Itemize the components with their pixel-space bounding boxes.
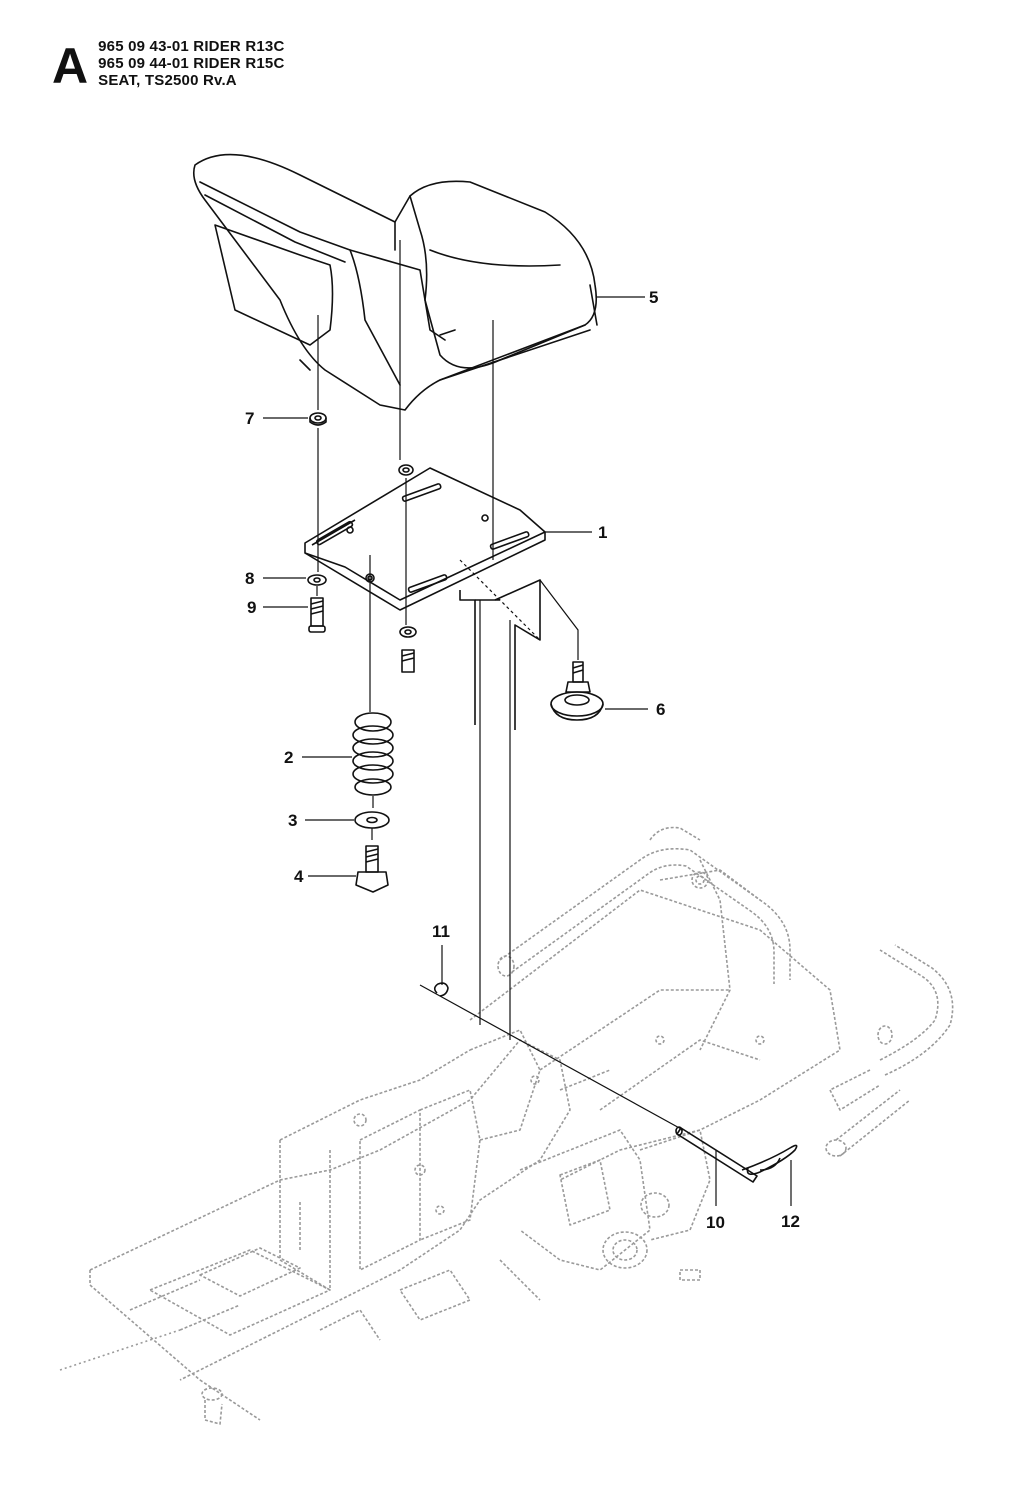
callout-6: 6 <box>656 700 665 719</box>
callout-5: 5 <box>649 288 658 307</box>
assembly-lines <box>316 240 684 1131</box>
callout-12: 12 <box>781 1212 800 1231</box>
model-line-2: 965 09 44-01 RIDER R15C <box>98 55 285 72</box>
section-letter: A <box>52 38 89 94</box>
callout-numbers: 1 2 3 4 5 6 7 8 9 10 11 12 <box>245 288 800 1232</box>
callout-2: 2 <box>284 748 293 767</box>
callout-3: 3 <box>288 811 297 830</box>
tractor-frame <box>59 826 954 1425</box>
callout-8: 8 <box>245 569 254 588</box>
seat-mounting-plate <box>304 467 546 730</box>
leader-lines <box>263 296 792 1206</box>
callout-4: 4 <box>294 867 304 886</box>
callout-9: 9 <box>247 598 256 617</box>
callout-10: 10 <box>706 1213 725 1232</box>
model-line-1: 965 09 43-01 RIDER R13C <box>98 38 285 55</box>
callout-7: 7 <box>245 409 254 428</box>
seat-cushion <box>192 153 598 411</box>
callout-1: 1 <box>598 523 607 542</box>
assembly-title: SEAT, TS2500 Rv.A <box>98 72 237 89</box>
hardware-parts <box>307 412 798 1183</box>
title-block: 965 09 43-01 RIDER R13C 965 09 44-01 RID… <box>98 38 284 89</box>
callout-11: 11 <box>432 922 450 941</box>
diagram-header: A 965 09 43-01 RIDER R13C 965 09 44-01 R… <box>52 38 284 94</box>
